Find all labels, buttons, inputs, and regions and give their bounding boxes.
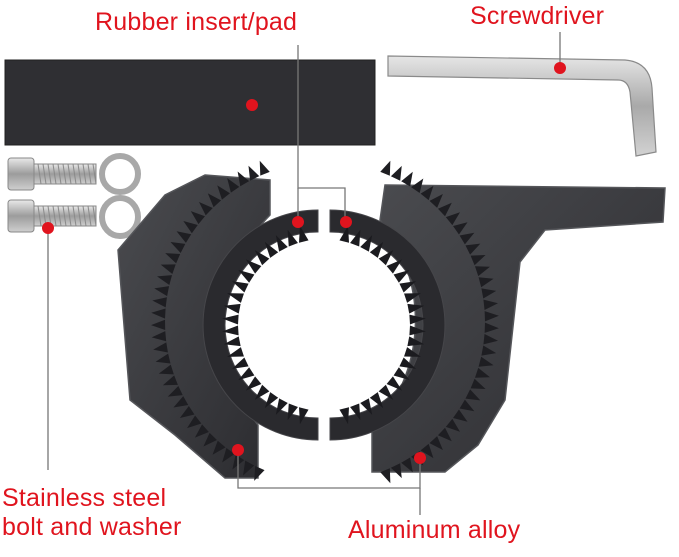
- label-rubber-pad: Rubber insert/pad: [95, 8, 298, 36]
- label-aluminum-alloy: Aluminum alloy: [348, 516, 521, 544]
- label-bolt-and-washer: Stainless steel bolt and washer: [2, 484, 182, 542]
- rubber-ring-right: [329, 209, 446, 441]
- marker-left-bracket: [232, 444, 244, 456]
- marker-right-bracket: [414, 452, 426, 464]
- label-screwdriver: Screwdriver: [470, 2, 605, 30]
- left-bracket: [117, 174, 271, 479]
- label-bolt-line2: bolt and washer: [2, 512, 182, 541]
- marker-rubber-ring-right: [340, 216, 352, 228]
- rubber-strip: [4, 59, 376, 146]
- washer-bottom: [99, 195, 141, 239]
- bolt-top: [7, 157, 97, 191]
- marker-rubber-strip: [246, 99, 258, 111]
- hex-key: [387, 55, 657, 157]
- marker-bolt: [42, 222, 54, 234]
- marker-rubber-ring-left: [292, 216, 304, 228]
- marker-hex-key: [554, 62, 566, 74]
- label-bolt-line1: Stainless steel: [2, 484, 167, 512]
- rubber-ring-left: [202, 209, 319, 441]
- washer-top: [99, 153, 141, 195]
- red-markers: [42, 62, 566, 464]
